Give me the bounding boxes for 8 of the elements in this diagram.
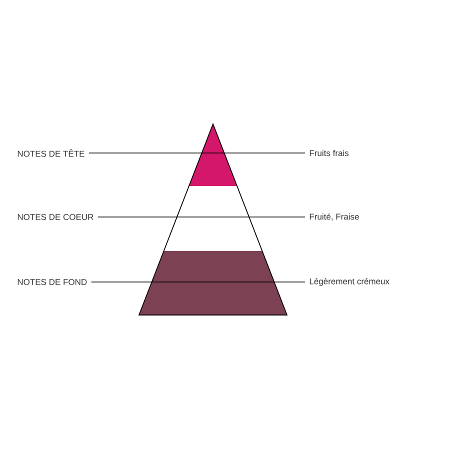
note-description: Fruité, Fraise xyxy=(310,213,359,221)
note-description: Légèrement crémeux xyxy=(310,278,390,286)
note-label: NOTES DE COEUR xyxy=(18,214,94,220)
leader-line xyxy=(88,152,306,154)
note-label: NOTES DE FOND xyxy=(18,279,87,285)
note-label: NOTES DE TÊTE xyxy=(18,149,84,157)
leader-line xyxy=(98,216,306,218)
note-description: Fruits frais xyxy=(310,150,349,156)
